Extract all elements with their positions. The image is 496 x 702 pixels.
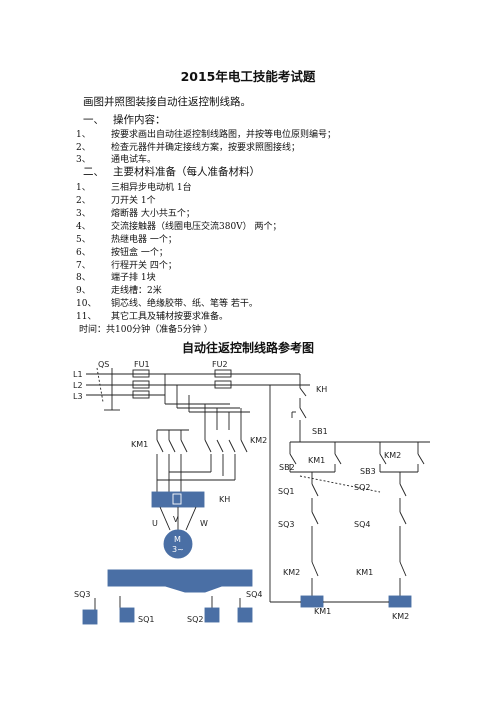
list-item: 7、 行程开关 四个；	[76, 261, 177, 271]
list-item: 6、 按钮盒 一个；	[76, 248, 168, 258]
km1-coil-label: KM1	[314, 607, 331, 616]
list-item: 1、 按要求画出自动往返控制线路图，并按等电位原则编号；	[76, 130, 337, 140]
control-circuit-diagram: QS FU1 FU2 L1 L2 L3 KH SB1 SB2 KM1 SB3 K…	[73, 360, 430, 625]
km1-main-label: KM1	[131, 440, 148, 449]
sq4-pos-label: SQ4	[246, 590, 262, 599]
section2-heading: 二、 主要材料准备（每人准备材料）	[83, 166, 260, 178]
section1-heading: 一、 操作内容：	[83, 114, 166, 126]
sq3-pos-label: SQ3	[74, 590, 90, 599]
time-note: 时间：共100分钟（准备5分钟 ）	[79, 325, 213, 335]
list-item: 2、 检查元器件并确定接线方案，按要求照图接线；	[76, 143, 301, 153]
motor-sub-label: 3~	[172, 545, 184, 554]
km2-coil-label: KM2	[392, 612, 409, 621]
sq4-ctrl-label: SQ4	[354, 520, 370, 529]
sq3-ctrl-label: SQ3	[278, 520, 294, 529]
km2-interlock-label: KM2	[283, 568, 300, 577]
motor-label: M	[174, 535, 181, 544]
kh-ctrl-label: KH	[316, 385, 327, 394]
fu2-label: FU2	[212, 360, 228, 369]
list-item: 2、 刀开关 1个	[76, 196, 156, 206]
list-item: 11、 其它工具及辅材按要求准备。	[76, 312, 229, 322]
sq1-ctrl-label: SQ1	[278, 487, 294, 496]
diagram-title: 自动往返控制线路参考图	[181, 341, 314, 355]
list-item: 3、 熔断器 大小共五个；	[76, 209, 195, 219]
w-label: W	[200, 519, 208, 528]
sq2-ctrl-label: SQ2	[354, 483, 370, 492]
page-title: 2015年电工技能考试题	[180, 69, 316, 84]
kh-main-label: KH	[219, 495, 230, 504]
sq2-pos-label: SQ2	[187, 615, 203, 624]
km1-contact-label: KM1	[308, 456, 325, 465]
km2-main-label: KM2	[250, 436, 267, 445]
sb3-label: SB3	[360, 467, 376, 476]
list-item: 8、 端子排 1块	[76, 273, 156, 283]
km1-interlock-label: KM1	[356, 568, 373, 577]
qs-label: QS	[98, 360, 109, 369]
km2-contact-label: KM2	[384, 451, 401, 460]
intro-text: 画图并照图装接自动往返控制线路。	[83, 96, 251, 108]
v-label: V	[173, 515, 179, 524]
l3-label: L3	[73, 392, 83, 401]
list-item: 5、 热继电器 一个；	[76, 235, 177, 245]
sb1-label: SB1	[312, 427, 328, 436]
list-item: 10、 铜芯线、绝缘胶带、纸、笔等 若干。	[76, 299, 258, 309]
l1-label: L1	[73, 370, 83, 379]
list-item: 1、 三相异步电动机 1台	[76, 183, 192, 193]
list-item: 4、 交流接触器（线圈电压交流380V） 两个；	[76, 222, 282, 232]
sq1-pos-label: SQ1	[138, 615, 154, 624]
fu1-label: FU1	[134, 360, 150, 369]
list-item: 9、 走线槽：2米	[76, 286, 162, 296]
u-label: U	[152, 519, 158, 528]
l2-label: L2	[73, 381, 83, 390]
sb2-label: SB2	[279, 463, 295, 472]
list-item: 3、 通电试车。	[76, 155, 157, 165]
